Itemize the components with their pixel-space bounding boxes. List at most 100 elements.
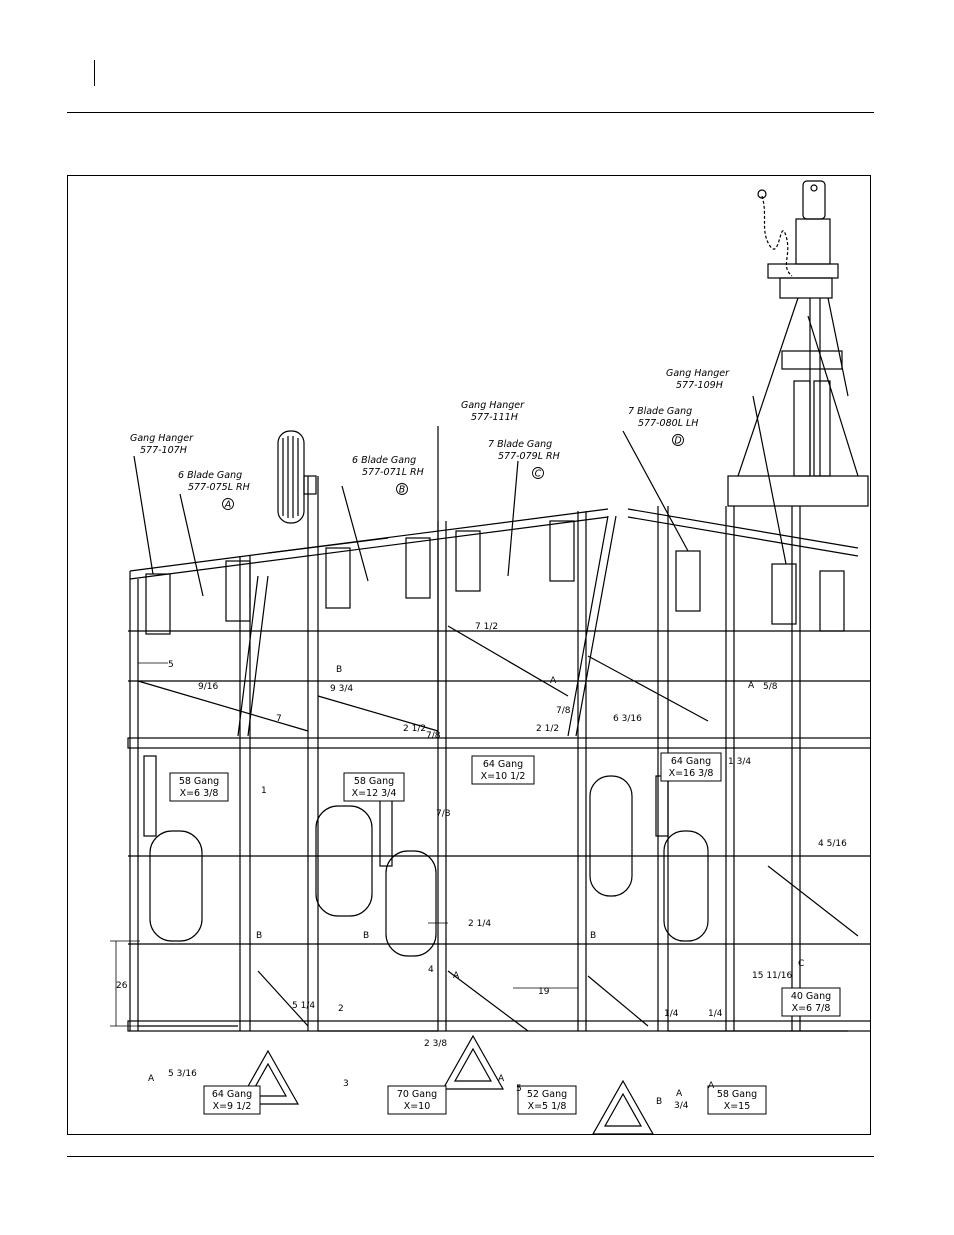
callout-title: 7 Blade Gang [628, 406, 692, 417]
callout-part-number: 577-111H [471, 412, 518, 423]
dimension-label: 5 [516, 1084, 522, 1094]
gang-x-value: X=10 [404, 1101, 431, 1112]
gang-size: 58 Gang [354, 776, 394, 787]
dimension-label: C [798, 959, 804, 969]
dimension-lines [110, 662, 578, 1027]
dimension-label: B [256, 931, 262, 941]
callout-letter: D [674, 436, 681, 447]
callout-letter-circle [222, 498, 234, 510]
callout-part-number: 577-075L RH [188, 482, 250, 493]
gang-x-value: X=9 1/2 [213, 1101, 252, 1112]
dimension-label: 7/8 [426, 731, 441, 741]
dimension-label: 9 3/4 [330, 684, 353, 694]
gang-x-value: X=6 7/8 [792, 1003, 831, 1014]
dimension-label: B [590, 931, 596, 941]
gang-size: 64 Gang [483, 759, 523, 770]
dimension-label: 7/8 [436, 809, 451, 819]
callout-letter-circle [532, 467, 544, 479]
gang-size: 40 Gang [791, 991, 831, 1002]
dimension-label: 4 5/16 [818, 839, 847, 849]
front-gauge-wheel [277, 430, 317, 524]
callout-leaders [133, 395, 787, 736]
dimension-label: 15 11/16 [752, 971, 793, 981]
callout-letter: A [224, 500, 232, 511]
disc-gangs [137, 625, 859, 1032]
dimension-label: 3 [343, 1079, 349, 1089]
gang-x-value: X=16 3/8 [669, 768, 714, 779]
gang-size: 58 Gang [717, 1089, 757, 1100]
callout-part-number: 577-071L RH [362, 467, 424, 478]
dimension-label: 2 3/8 [424, 1039, 447, 1049]
dimension-label: A [676, 1089, 683, 1099]
gang-x-value: X=5 1/8 [528, 1101, 567, 1112]
dimension-label: 2 1/4 [468, 919, 491, 929]
dimension-label: A [453, 971, 460, 981]
dimension-label: 3/4 [674, 1101, 689, 1111]
dimension-label: B [656, 1097, 662, 1107]
dimension-label: A [708, 1081, 715, 1091]
dimension-label: 5/8 [763, 682, 778, 692]
gang-x-value: X=12 3/4 [352, 788, 397, 799]
gang-size: 64 Gang [212, 1089, 252, 1100]
dimension-label: 7 [276, 714, 282, 724]
dimension-label: A [748, 681, 755, 691]
dimension-label: 1/4 [664, 1009, 679, 1019]
dimension-label: 6 3/16 [613, 714, 642, 724]
dimension-label: B [363, 931, 369, 941]
callout-title: Gang Hanger [666, 368, 730, 379]
callout-part-number: 577-080L LH [638, 418, 698, 429]
dimension-label: 2 1/2 [403, 724, 426, 734]
callout-part-number: 577-079L RH [498, 451, 560, 462]
dimension-label: 2 1/2 [536, 724, 559, 734]
callout-part-number: 577-107H [140, 445, 187, 456]
gang-size: 52 Gang [527, 1089, 567, 1100]
dimension-label: 19 [538, 987, 550, 997]
dimension-label: 1 3/4 [728, 757, 751, 767]
gang-size: 64 Gang [671, 756, 711, 767]
dimension-label: 5 3/16 [168, 1069, 197, 1079]
dimension-label: 1/4 [708, 1009, 723, 1019]
warning-triangles [236, 1034, 654, 1134]
main-frame [127, 475, 870, 1032]
callout-title: Gang Hanger [461, 400, 525, 411]
dimension-label: 7 1/2 [475, 622, 498, 632]
dimension-label: 9/16 [198, 682, 218, 692]
gang-hanger-row [145, 520, 845, 635]
dimension-label: A [498, 1074, 505, 1084]
footer-rule [67, 1156, 874, 1157]
callout-letter-circle [396, 483, 408, 495]
callout-letter: C [535, 469, 542, 480]
header-tick [94, 60, 95, 86]
gang-x-value: X=10 1/2 [481, 771, 526, 782]
dimension-label: 1 [261, 786, 267, 796]
callout-title: Gang Hanger [130, 433, 194, 444]
dimension-label: A [550, 676, 557, 686]
dimension-label: 5 1/4 [292, 1001, 315, 1011]
callout-title: 6 Blade Gang [352, 455, 416, 466]
callout-part-number: 577-109H [676, 380, 723, 391]
gang-x-value: X=15 [724, 1101, 751, 1112]
transport-wheels [149, 775, 709, 957]
gang-size: 70 Gang [397, 1089, 437, 1100]
dimension-label: B [336, 665, 342, 675]
hitch-assembly [737, 180, 859, 477]
dimension-label: 2 [338, 1004, 344, 1014]
